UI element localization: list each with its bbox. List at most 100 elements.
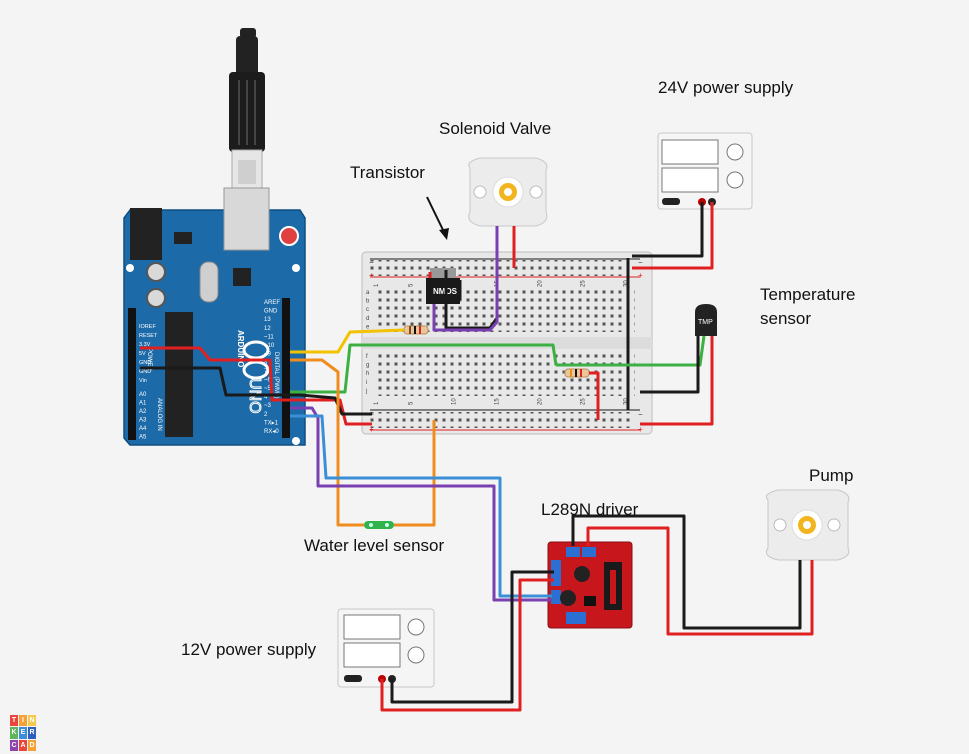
wire-blue-driver [290, 414, 552, 598]
breadboard-column-number: 30 [623, 398, 629, 405]
wire-12v-black [390, 570, 554, 704]
analog-pin-label: A1 [139, 401, 147, 407]
analog-pin-label: A4 [139, 426, 147, 432]
arduino-digital-header: DIGITAL (PWM~) [273, 352, 279, 399]
breadboard-column-number: 10 [451, 398, 457, 405]
power-pin-label: GND [139, 369, 151, 375]
pump-motor [765, 489, 850, 561]
wire-orange-water-left [290, 358, 364, 527]
breadboard-row-letter: a [366, 290, 370, 296]
wire-transistor-purple [432, 226, 499, 332]
breadboard-row-letter: j [365, 388, 367, 394]
wire-orange-water-right [394, 420, 436, 527]
logo-letter: N [28, 715, 36, 727]
wire-24v-black [632, 202, 704, 258]
usb-cable [229, 28, 265, 191]
wire-purple-driver [290, 406, 552, 602]
wire-temp-red [640, 336, 714, 426]
power-supply-12v [337, 608, 435, 688]
label-solenoid-valve: Solenoid Valve [439, 119, 551, 138]
logo-letter: T [10, 715, 18, 727]
label-l289n-driver: L289N driver [541, 500, 639, 519]
resistor-1 [403, 325, 429, 335]
label-pump: Pump [809, 466, 853, 485]
logo-letter: C [10, 739, 18, 751]
wires [140, 202, 814, 712]
power-pin-label: Vin [139, 378, 147, 384]
logo-letter: R [28, 727, 36, 739]
digital-pin-label: 8 [264, 360, 268, 366]
arduino-analog-header: ANALOG IN [156, 398, 162, 431]
digital-pin-label: AREF [264, 300, 280, 306]
breadboard-row-letter: e [366, 324, 370, 330]
label-temperature-line2: sensor [760, 309, 811, 328]
wire-green-pin5 [290, 343, 558, 394]
digital-pin-label: GND [264, 309, 278, 315]
breadboard-column-number: 20 [537, 280, 543, 287]
power-pin-label: 3.3V [139, 342, 151, 348]
digital-pin-label: ~6 [264, 377, 272, 383]
digital-pin-label: TX▸1 [264, 420, 279, 426]
breadboard-row-letter: d [366, 316, 369, 322]
digital-pin-label: ~11 [264, 334, 274, 340]
digital-pin-label: RX◂0 [264, 429, 279, 435]
resistor-2 [564, 368, 590, 378]
wire-24v-red [632, 202, 714, 270]
wire-gnd-black [140, 366, 372, 416]
logo-letter: D [28, 739, 36, 751]
svg-text:+: + [369, 271, 374, 280]
wire-resistor2-red [589, 371, 600, 420]
analog-pin-label: A5 [139, 435, 147, 441]
wire-pump-red [586, 526, 814, 636]
l289n-driver-board [547, 541, 633, 629]
logo-letter: A [19, 739, 27, 751]
breadboard-row-letter: i [366, 380, 367, 386]
breadboard-column-number: 20 [537, 398, 543, 405]
wire-green-temp [556, 335, 706, 367]
svg-text:+: + [369, 425, 374, 434]
logo-letter: E [19, 727, 27, 739]
analog-pin-label: A2 [139, 409, 147, 415]
label-temperature-line1: Temperature [760, 285, 855, 304]
breadboard-column-number: 30 [623, 280, 629, 287]
label-12v-power-supply: 12V power supply [181, 640, 317, 659]
power-pin-label: GND [139, 360, 151, 366]
water-level-sensor [364, 521, 394, 529]
temperature-sensor: TMP [695, 304, 717, 336]
power-supply-24v [657, 132, 753, 210]
wire-12v-red [380, 578, 554, 712]
breadboard-row-letter: g [366, 363, 369, 369]
svg-text:−: − [638, 258, 643, 267]
arduino-power-header: POWER [146, 348, 152, 371]
wire-temp-black [640, 336, 700, 394]
breadboard-row-letter: c [366, 307, 369, 313]
power-pin-label: 5V [139, 351, 146, 357]
analog-pin-label: A3 [139, 418, 147, 424]
solenoid-valve [468, 157, 548, 227]
breadboard-column-number: 25 [580, 280, 586, 287]
breadboard-row-letter: h [366, 371, 369, 377]
svg-text:+: + [638, 425, 643, 434]
breadboard-column-number: 5 [408, 283, 414, 287]
breadboard-column-number: 1 [374, 283, 380, 287]
wire-yellow-pin9 [290, 328, 405, 354]
digital-pin-label: 7 [264, 369, 268, 375]
digital-pin-label: ~10 [264, 343, 275, 349]
label-water-level-sensor: Water level sensor [304, 536, 444, 555]
analog-pin-label: A0 [139, 392, 147, 398]
transistor-arrow [426, 196, 445, 233]
digital-pin-label: ~9 [264, 352, 272, 358]
svg-text:−: − [369, 258, 374, 267]
breadboard-column-number: 1 [374, 401, 380, 405]
wire-pump-black [571, 514, 802, 630]
digital-pin-label: 12 [264, 326, 271, 332]
svg-text:+: + [638, 271, 643, 280]
arduino-uno-board: ARDUINO UNO DIGITAL (PWM~) ANALOG IN POW… [123, 187, 306, 446]
